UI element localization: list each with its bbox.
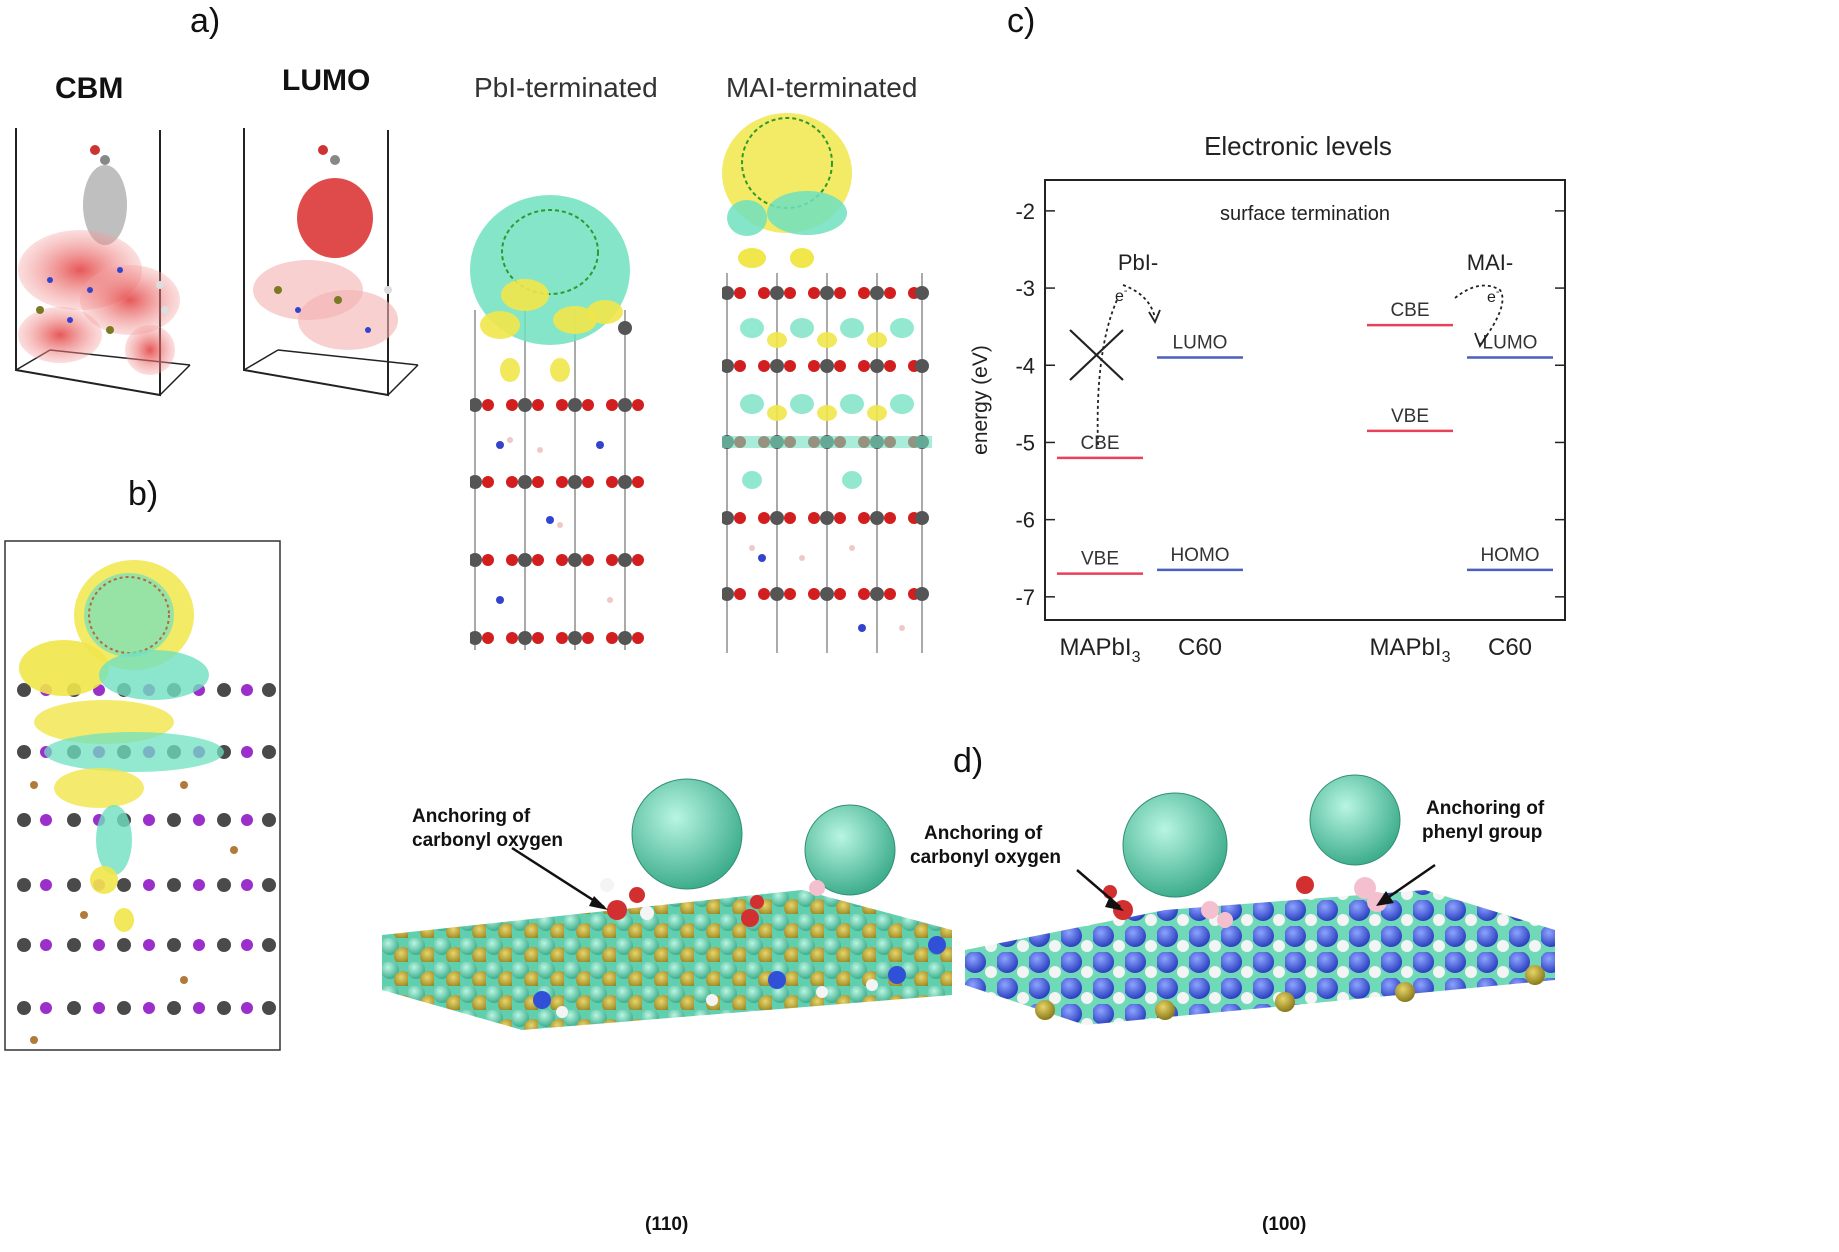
annotation-110-line1: Anchoring of — [412, 806, 531, 827]
annotation-100-carbonyl: Anchoring of carbonyl oxygen — [910, 822, 1061, 870]
panel-label-c: c) — [1007, 2, 1036, 40]
x-label-c60-right: C60 — [1488, 634, 1532, 661]
level-label-cbe: CBE — [1390, 300, 1429, 321]
annotation-100p-line2: phenyl group — [1422, 822, 1543, 843]
y-tick-label: -5 — [1015, 430, 1035, 455]
chart-subtitle: surface termination — [1220, 203, 1390, 225]
surface-110-image — [382, 778, 952, 1030]
pbi-terminated-image — [470, 195, 644, 650]
c60-ball-center — [1122, 792, 1228, 898]
pbi-lattice — [470, 310, 644, 650]
chart-title: Electronic levels — [1204, 131, 1392, 161]
mai-terminated-header: MAI-terminated — [726, 72, 918, 103]
y-axis-ticks: -2 -3 -4 -5 -6 -7 — [1015, 199, 1565, 610]
group-label-mai: MAI- — [1467, 250, 1513, 275]
x-label-mapbi-left: MAPbI3 — [1060, 634, 1141, 666]
level-label-homo: HOMO — [1480, 545, 1539, 566]
x-label-c60-left: C60 — [1178, 634, 1222, 661]
chart-frame — [1044, 179, 1566, 621]
allowed-transfer-arrow: e- — [1454, 284, 1504, 348]
panel-b-structure-image — [4, 540, 281, 1051]
blocked-cross-2 — [1069, 329, 1124, 381]
c60-ball-far-right — [1309, 774, 1401, 866]
caption-100: (100) — [1262, 1214, 1307, 1235]
lumo-structure-image — [243, 128, 419, 397]
energy-levels: CBE VBE LUMO HOMO CBE VBE LUMO HOMO — [1057, 300, 1553, 575]
electron-label-right: e- — [1487, 286, 1500, 306]
annotation-100c-line2: carbonyl oxygen — [910, 847, 1061, 868]
cbm-header: CBM — [55, 72, 124, 105]
annotation-100c-line1: Anchoring of — [924, 823, 1043, 844]
cbm-structure-image — [15, 128, 191, 397]
panel-label-a: a) — [190, 2, 221, 40]
blocked-transfer-arrow: e- — [1069, 284, 1161, 446]
cbm-molecule — [83, 145, 127, 245]
energy-level-chart: Electronic levels surface termination Pb… — [969, 131, 1566, 666]
y-tick-label: -3 — [1015, 276, 1035, 301]
annotation-110-carbonyl: Anchoring of carbonyl oxygen — [412, 805, 563, 853]
x-label-mapbi-right: MAPbI3 — [1370, 634, 1451, 666]
panel-label-d: d) — [953, 742, 984, 780]
y-axis-label: energy (eV) — [969, 345, 992, 455]
y-tick-label: -2 — [1015, 199, 1035, 224]
annotation-arrow-110 — [511, 846, 605, 909]
mai-terminated-image — [722, 113, 932, 653]
y-tick-label: -7 — [1015, 585, 1035, 610]
level-label-lumo: LUMO — [1173, 333, 1228, 354]
c60-ball-left — [631, 778, 743, 890]
annotation-100p-line1: Anchoring of — [1426, 798, 1545, 819]
lumo-c60-density — [297, 178, 373, 258]
electron-label-left: e- — [1115, 285, 1128, 305]
surface-100-image — [965, 774, 1555, 1025]
caption-110: (110) — [645, 1214, 689, 1235]
panel-b-c60-density — [19, 560, 224, 932]
pbi-terminated-header: PbI-terminated — [474, 72, 658, 103]
annotation-110-line2: carbonyl oxygen — [412, 830, 563, 851]
y-tick-label: -4 — [1015, 353, 1035, 378]
level-label-lumo: LUMO — [1483, 333, 1538, 354]
level-label-cbe: CBE — [1080, 433, 1119, 454]
lumo-header: LUMO — [282, 64, 371, 97]
panel-label-b: b) — [128, 475, 159, 513]
c60-ball-right — [804, 804, 896, 896]
level-label-vbe: VBE — [1391, 406, 1429, 427]
level-label-homo: HOMO — [1170, 545, 1229, 566]
level-label-vbe: VBE — [1081, 549, 1119, 570]
annotation-100-phenyl: Anchoring of phenyl group — [1422, 797, 1544, 845]
y-tick-label: -6 — [1015, 508, 1035, 533]
group-label-pbi: PbI- — [1118, 250, 1158, 275]
